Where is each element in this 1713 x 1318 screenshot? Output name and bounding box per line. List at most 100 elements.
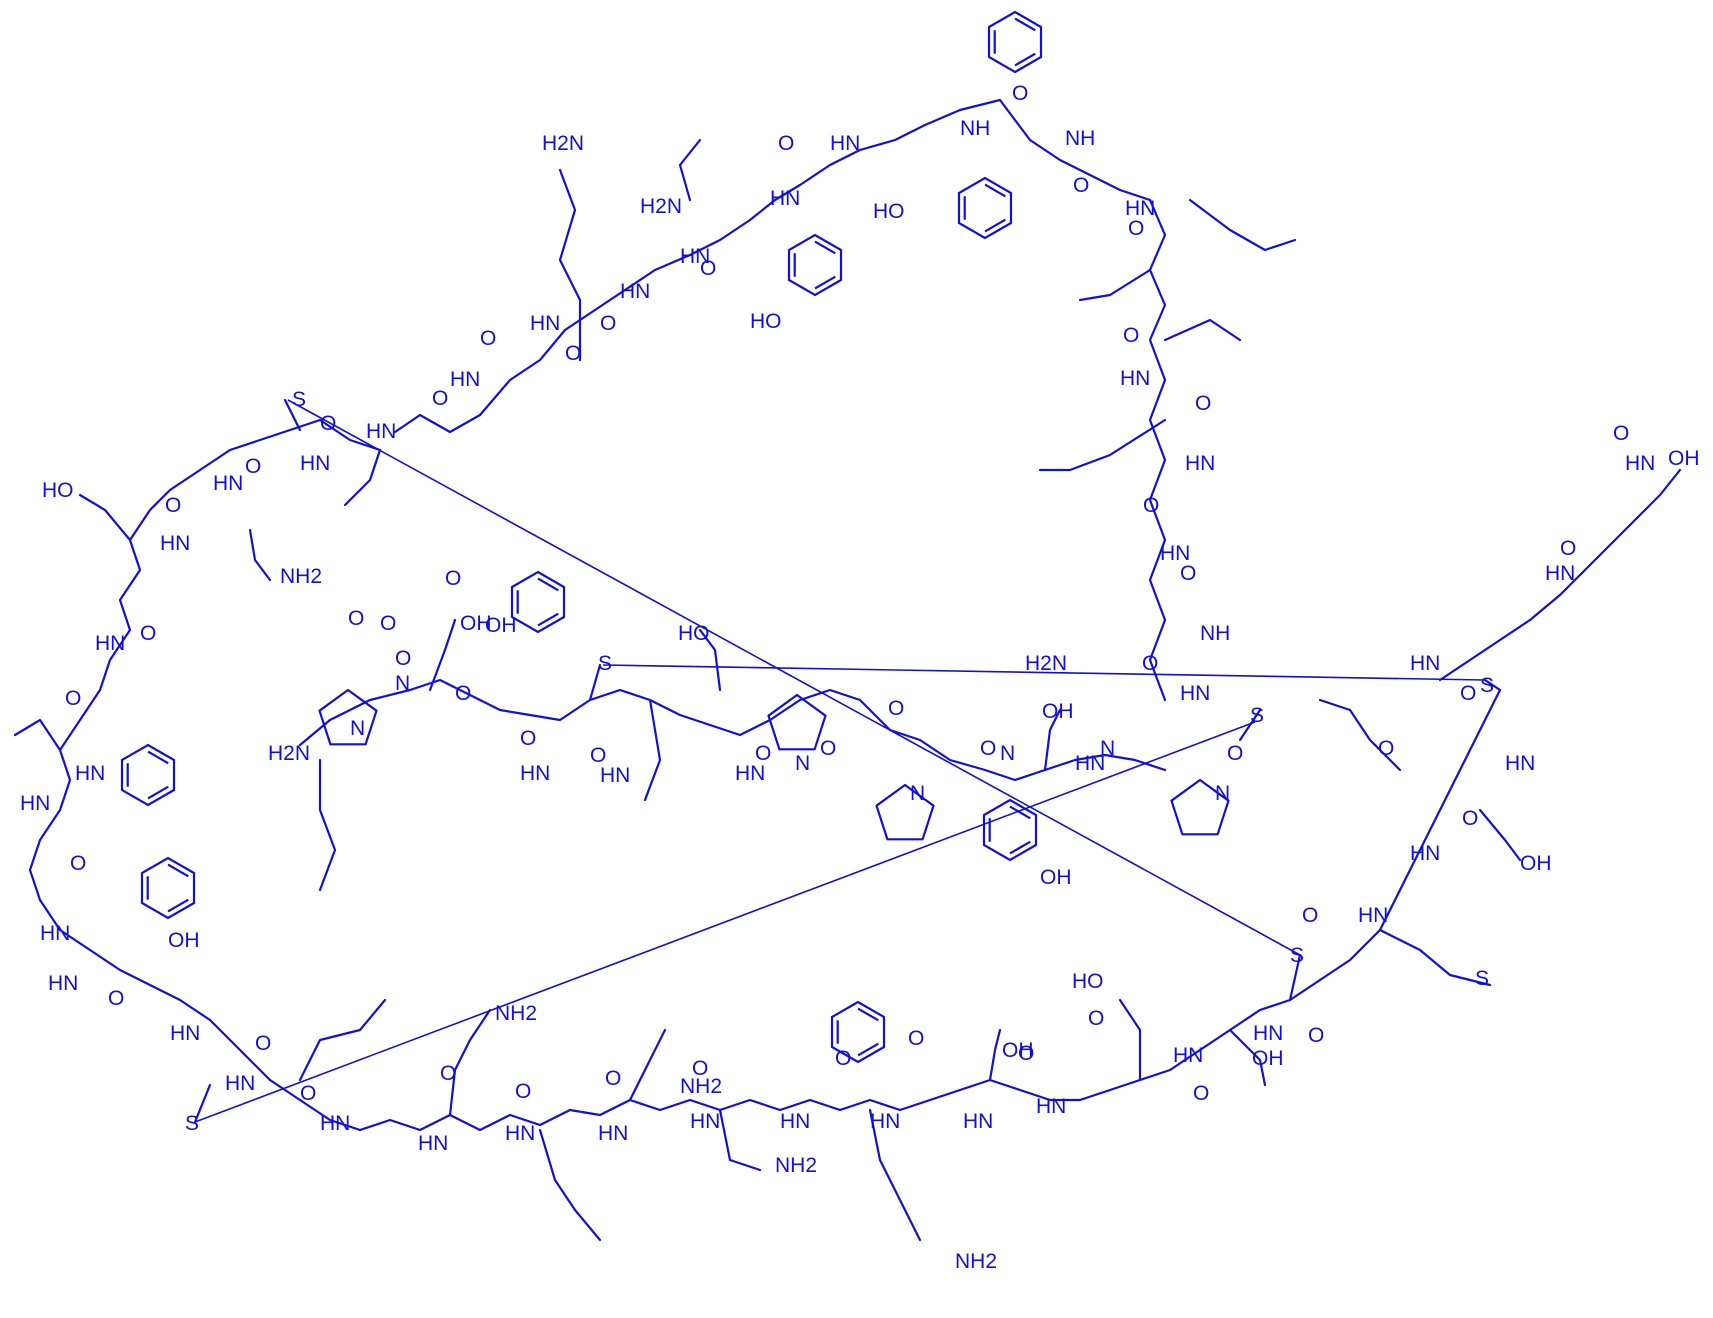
cys-side-chain-4	[1483, 678, 1502, 692]
arg-side-chain-3	[318, 758, 337, 892]
backbone-atom-75: O	[245, 455, 261, 478]
backbone-atom-61: O	[1018, 1042, 1034, 1065]
backbone-bottom	[268, 1008, 1262, 1132]
backbone-atom-47: HN	[735, 762, 765, 785]
backbone-atom-66: O	[515, 1080, 531, 1103]
lys-nh2-label-3: NH2	[495, 1002, 537, 1025]
asp-oh-label-2: OH	[460, 612, 492, 635]
backbone-atom-79: O	[565, 342, 581, 365]
backbone-atom-52: N	[350, 717, 365, 740]
backbone-atom-31: HN	[680, 245, 710, 268]
backbone-atom-97: O	[520, 727, 536, 750]
backbone-atom-67: O	[440, 1062, 456, 1085]
backbone-atom-58: O	[1308, 1024, 1324, 1047]
backbone-atom-88: O	[1143, 494, 1159, 517]
backbone-atom-36: HN	[1125, 197, 1155, 220]
backbone-atom-93: O	[888, 697, 904, 720]
backbone-atom-82: O	[778, 132, 794, 155]
tyr-ring-3-inner	[146, 863, 189, 913]
backbone-atom-28: HN	[450, 368, 480, 391]
backbone-atom-51: N	[910, 782, 925, 805]
backbone-atom-22: HN	[75, 762, 105, 785]
backbone-atom-64: O	[692, 1057, 708, 1080]
asn-h2n-label: H2N	[640, 195, 682, 218]
glu-side-chain-1	[698, 628, 722, 692]
backbone-atom-11: HN	[780, 1110, 810, 1133]
arg-side-chain-5	[298, 998, 387, 1082]
backbone-atom-99: O	[395, 647, 411, 670]
phe-ring-4	[830, 1000, 886, 1064]
backbone-atom-101: O	[348, 607, 364, 630]
leu-side-chain-1	[343, 448, 382, 507]
lys-h2n-label-2: H2N	[1025, 652, 1067, 675]
backbone-atom-108: S	[185, 1112, 199, 1135]
tyr-ring-3	[140, 856, 196, 920]
backbone-atom-49: N	[395, 672, 410, 695]
cys-side-chain-1	[283, 398, 302, 432]
lys-side-chain-1	[558, 168, 582, 362]
backbone-atom-77: O	[432, 387, 448, 410]
disulfide-bridge-3	[194, 721, 1256, 1123]
backbone-atom-100: O	[380, 612, 396, 635]
backbone-atom-62: O	[908, 1027, 924, 1050]
backbone-atom-0: HN	[1625, 452, 1655, 475]
backbone-atom-74: O	[165, 494, 181, 517]
backbone-atom-14: HN	[505, 1122, 535, 1145]
ser-oh-label: OH	[1002, 1039, 1034, 1062]
backbone-right-descent	[1258, 688, 1502, 1012]
asn-side-chain-2	[628, 1028, 667, 1102]
glu-oh-label-2: HO	[678, 622, 710, 645]
backbone-atom-44: HN	[1075, 752, 1105, 775]
asp-side-chain-1	[1228, 1028, 1267, 1087]
lys-nh2-label-4: NH2	[955, 1250, 997, 1273]
backbone-atom-3: HN	[1505, 752, 1535, 775]
backbone-atom-89: O	[1180, 562, 1196, 585]
arg-side-chain-6	[538, 1128, 602, 1242]
thr-oh-label-1: OH	[1042, 700, 1074, 723]
backbone-atom-80: O	[600, 312, 616, 335]
glu-oh-label-1: OH	[485, 614, 517, 637]
backbone-atom-8: HN	[1036, 1095, 1066, 1118]
lys-side-chain-2	[868, 1108, 922, 1242]
backbone-atom-86: O	[1123, 324, 1139, 347]
backbone-atom-9: HN	[963, 1110, 993, 1133]
backbone-atom-15: HN	[418, 1132, 448, 1155]
disulfide-bridges	[194, 399, 1486, 1123]
backbone-atom-81: O	[700, 257, 716, 280]
backbone-atom-55: O	[1378, 737, 1394, 760]
backbone-atom-37: HN	[1120, 367, 1150, 390]
backbone-atom-54: O	[1460, 682, 1476, 705]
backbone-atom-7: HN	[1173, 1044, 1203, 1067]
met-side-chain	[1378, 928, 1492, 987]
backbone-atom-13: HN	[598, 1122, 628, 1145]
aromatic-rings	[120, 10, 1043, 1064]
atom-labels: OH O HO OH OH HO HO OH OH H2N H2N NH2 NH…	[42, 132, 1700, 1273]
backbone-atom-53: O	[1560, 537, 1576, 560]
phe-ring-3-inner	[516, 577, 559, 627]
tyr-oh-label-3: OH	[1040, 866, 1072, 889]
val-side-chain	[13, 718, 62, 752]
thr-side-chain-3	[1478, 808, 1522, 862]
tyr-ring-2	[787, 233, 843, 297]
backbone-atom-21: HN	[20, 792, 50, 815]
backbone-atom-33: HN	[830, 132, 860, 155]
backbone-atom-5: HN	[1358, 904, 1388, 927]
ser-side-chain	[988, 1028, 1002, 1082]
pro-ring-4	[1170, 778, 1230, 836]
glu-oh-label-3: HO	[1072, 970, 1104, 993]
backbone-atom-78: O	[480, 327, 496, 350]
backbone-atom-106: S	[1480, 674, 1494, 697]
backbone-atom-94: O	[820, 737, 836, 760]
backbone-atom-83: O	[1012, 82, 1028, 105]
thr-oh-label-2: OH	[1520, 852, 1552, 875]
backbone-atom-34: NH	[960, 117, 990, 140]
backbone-atom-2: HN	[1410, 652, 1440, 675]
backbone-atom-92: O	[980, 737, 996, 760]
ile-side-chain-2	[1163, 318, 1242, 342]
arg-side-chain-1	[1188, 198, 1297, 252]
asn-side-chain-1	[678, 138, 702, 202]
backbone-atom-72: O	[65, 687, 81, 710]
backbone-atom-17: HN	[225, 1072, 255, 1095]
backbone-atom-95: O	[755, 742, 771, 765]
backbone-atom-65: O	[605, 1067, 621, 1090]
